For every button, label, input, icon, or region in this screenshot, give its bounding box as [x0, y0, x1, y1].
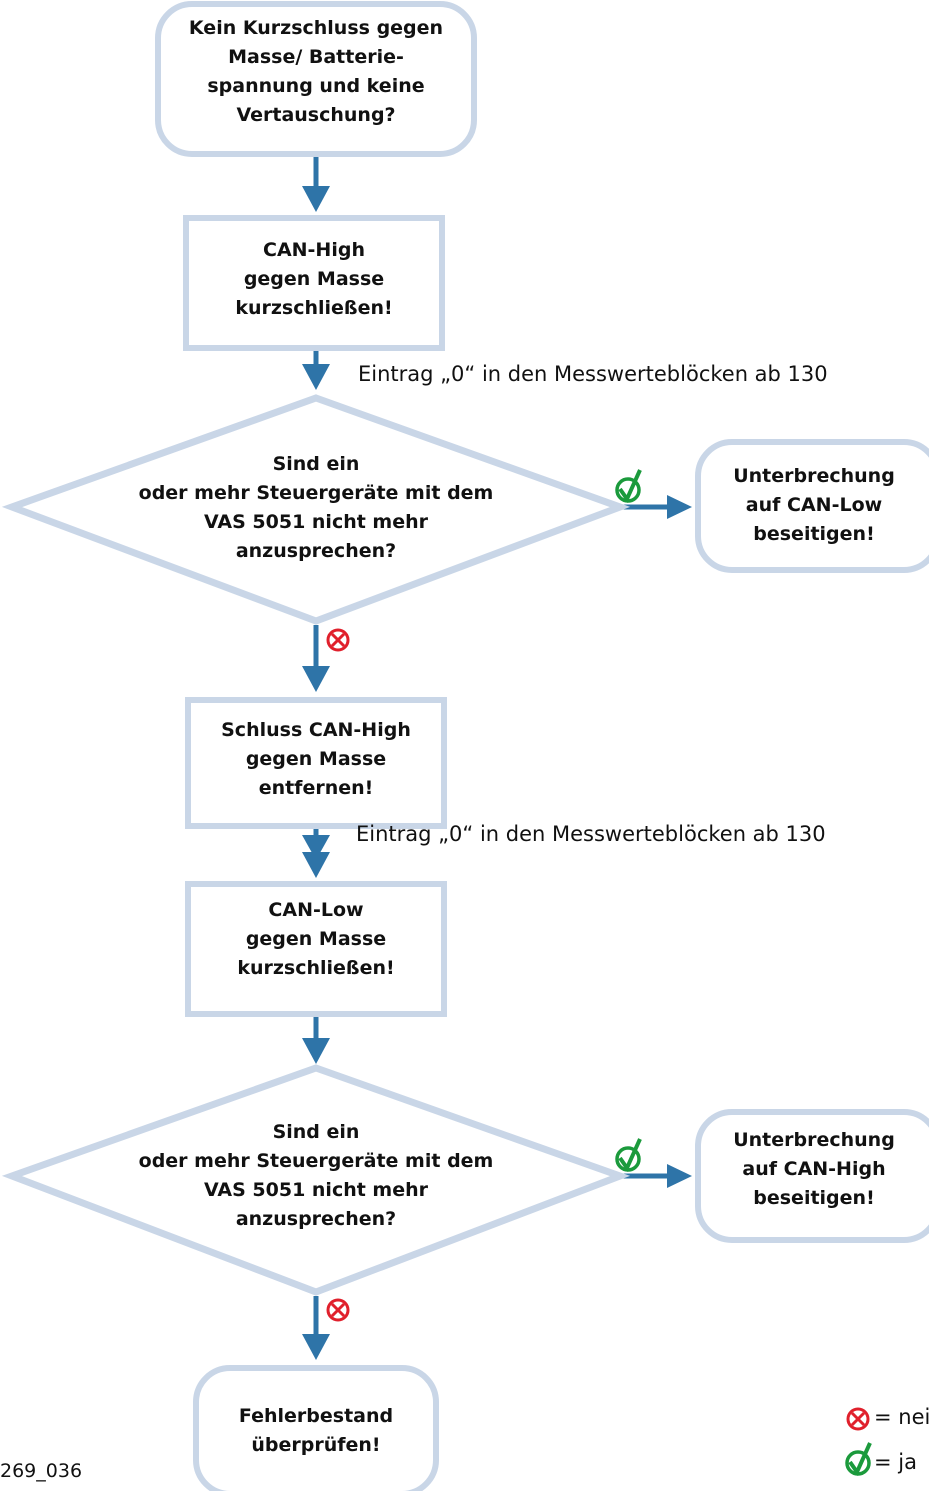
legend-no-label: = nein [874, 1405, 929, 1429]
note-measurement-blocks-1: Eintrag „0“ in den Messwerteblöcken ab 1… [358, 362, 828, 386]
step1-box [183, 215, 445, 351]
decision2-diamond [1, 1064, 631, 1296]
arrowhead [667, 495, 692, 519]
result2-box [695, 1109, 929, 1243]
step2-box [185, 697, 447, 829]
arrowhead [302, 666, 330, 692]
x-circle-icon [326, 1298, 350, 1322]
arrowhead [302, 852, 330, 878]
check-circle-icon [845, 1442, 872, 1477]
start-box [155, 1, 477, 157]
arrowhead [302, 1038, 330, 1064]
arrowhead [302, 186, 330, 212]
x-circle-icon [326, 628, 350, 652]
result1-box [695, 439, 929, 573]
arrowhead [302, 364, 330, 390]
check-circle-icon [615, 1138, 642, 1173]
x-circle-icon [846, 1407, 870, 1431]
legend-yes-label: = ja [874, 1450, 917, 1474]
check-circle-icon [615, 469, 642, 504]
figure-number: 269_036 [0, 1460, 83, 1482]
end-box [193, 1365, 439, 1491]
note-measurement-blocks-2: Eintrag „0“ in den Messwerteblöcken ab 1… [356, 822, 826, 846]
step3-box [185, 881, 447, 1017]
decision1-diamond [1, 394, 631, 625]
arrowhead [667, 1164, 692, 1188]
arrowhead [302, 1334, 330, 1360]
